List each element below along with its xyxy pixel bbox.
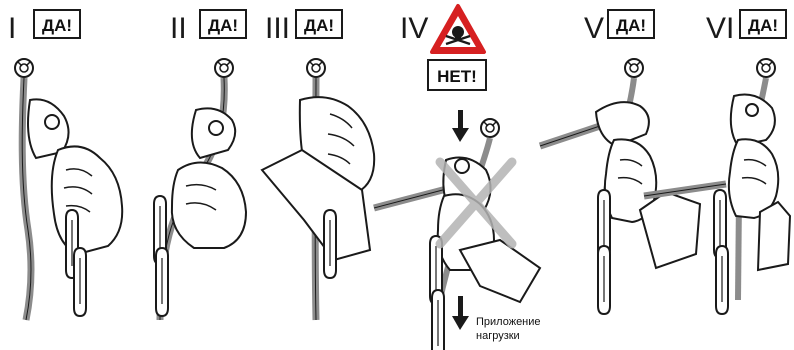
panel-5: V ДА!: [540, 10, 700, 314]
panel-1-numeral: I: [8, 12, 16, 45]
anchor-ring-icon: [15, 59, 33, 77]
anchor-ring-icon: [215, 59, 233, 77]
carabiner: [432, 290, 444, 350]
load-caption-line-1: Приложение: [476, 316, 541, 328]
sleeve: [460, 240, 540, 302]
panel-4: IV НЕТ!: [374, 6, 541, 350]
carabiner: [324, 210, 336, 278]
panel-4-numeral: IV: [400, 12, 428, 45]
carabiner: [74, 248, 86, 316]
gloved-hand: [52, 146, 122, 254]
belay-device: [731, 95, 775, 147]
panel-4-verdict: НЕТ!: [437, 67, 477, 86]
panel-1-verdict: ДА!: [42, 16, 72, 35]
panel-6-numeral: VI: [706, 12, 734, 45]
anchor-ring-icon: [481, 119, 499, 137]
anchor-ring-icon: [625, 59, 643, 77]
panel-2-verdict: ДА!: [208, 16, 238, 35]
panel-3-verdict: ДА!: [304, 16, 334, 35]
skull-crossbones-warning-icon: [432, 6, 484, 52]
carabiner: [716, 246, 728, 314]
carabiner: [156, 248, 168, 316]
panel-6-verdict: ДА!: [748, 16, 778, 35]
anchor-ring-icon: [307, 59, 325, 77]
panel-5-verdict: ДА!: [616, 16, 646, 35]
panel-2: II ДА!: [154, 10, 246, 320]
down-arrow-icon: [452, 296, 469, 330]
panel-6: VI ДА!: [644, 10, 790, 314]
carabiner: [598, 246, 610, 314]
panel-2-numeral: II: [170, 12, 187, 45]
panel-3: III ДА!: [262, 10, 374, 320]
anchor-ring-icon: [757, 59, 775, 77]
sleeve: [640, 192, 700, 268]
panel-5-numeral: V: [584, 12, 604, 45]
panel-3-numeral: III: [265, 12, 290, 45]
sleeve: [758, 202, 790, 270]
panel-1: I ДА!: [8, 10, 122, 320]
down-arrow-icon: [452, 110, 469, 142]
load-caption-line-2: нагрузки: [476, 330, 520, 342]
